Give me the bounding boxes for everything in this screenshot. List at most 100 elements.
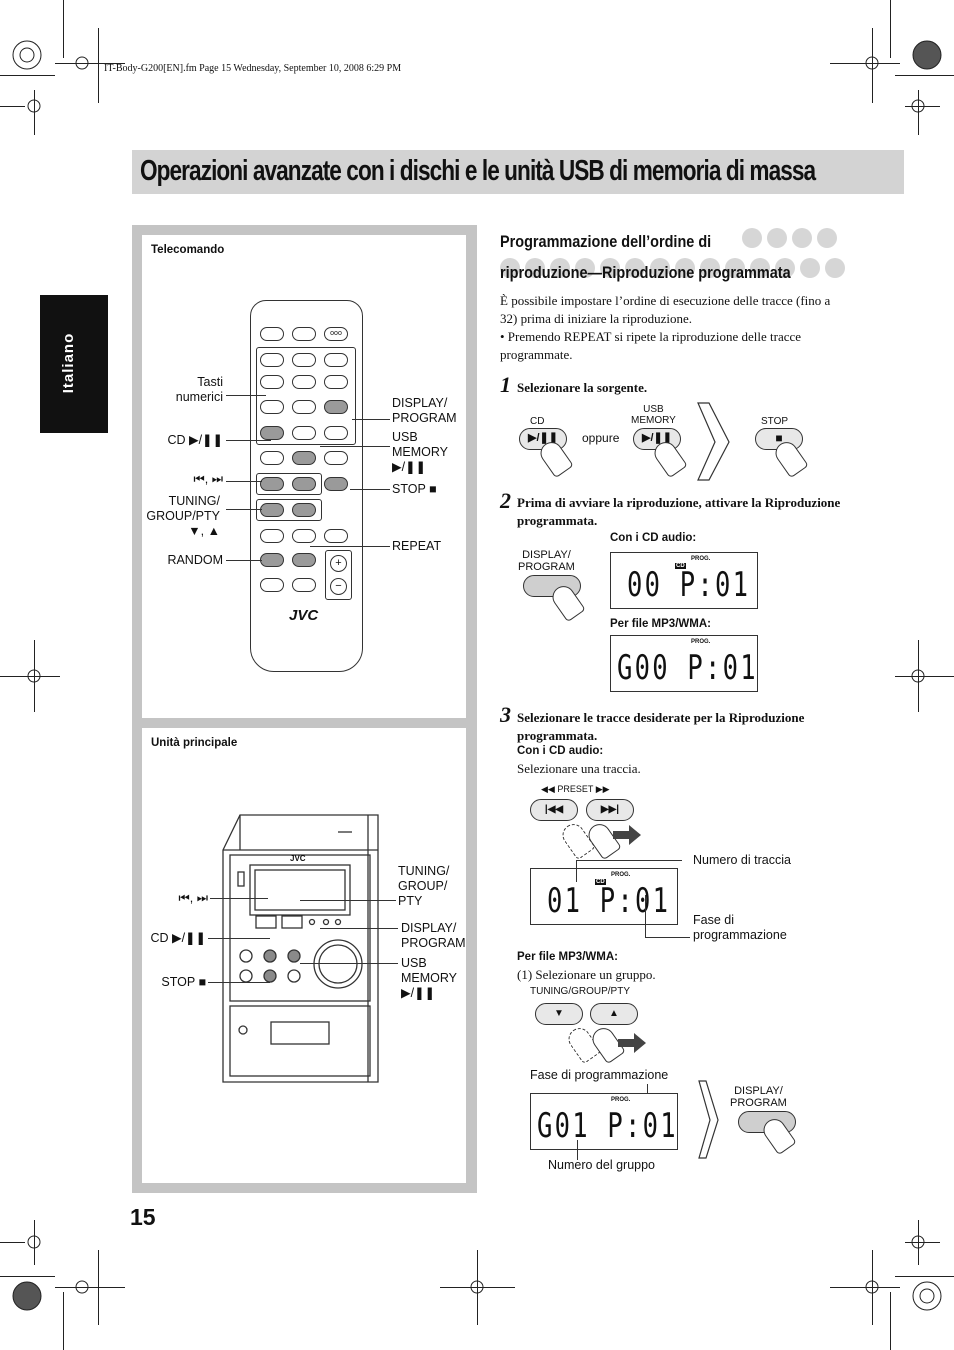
label-stop: STOP ■ — [392, 482, 437, 496]
skip-forward-button: ▶▶| — [586, 799, 634, 821]
step-1-stop-label: STOP — [761, 416, 789, 427]
track-number-label: Numero di traccia — [693, 853, 791, 867]
numeric-key — [260, 375, 284, 389]
label-numeric-keys: Tasti numerici — [175, 375, 223, 404]
stop-key — [324, 477, 348, 491]
remote-button: ooo — [324, 327, 348, 341]
repeat-key — [292, 553, 316, 567]
tuning-group-label: TUNING/GROUP/PTY — [530, 986, 631, 997]
step-2-button-label: DISPLAY/ PROGRAM — [518, 549, 575, 573]
remote-button — [260, 529, 284, 543]
label-skip: ⏮, ⏭ — [193, 472, 223, 486]
remote-button — [292, 327, 316, 341]
numeric-key — [292, 426, 316, 440]
section-heading-line2: riproduzione—Riproduzione programmata — [500, 263, 791, 282]
tuning-down-button: ▼ — [535, 1003, 583, 1025]
arrow-right-icon — [618, 1033, 646, 1053]
step-3-number: 3 — [500, 702, 511, 727]
lcd-mp3-text: G00 P:01 — [617, 648, 758, 688]
lcd-mp3: PROG. G00 P:01 — [610, 635, 758, 692]
skip-back-button: |◀◀ — [530, 799, 578, 821]
lcd-cd-text: 00 P:01 — [627, 565, 751, 605]
unit-label-tuning: TUNING/ GROUP/ PTY — [398, 864, 450, 908]
numeric-key — [324, 353, 348, 367]
arrow-right-icon — [697, 402, 730, 481]
language-tab: Italiano — [40, 295, 108, 433]
label-cd: CD ▶/❚❚ — [167, 433, 223, 447]
step-3-mp3-instruction: (1) Selezionare un gruppo. — [517, 967, 656, 982]
page-number: 15 — [130, 1204, 156, 1230]
step-3-display-label: DISPLAY/ PROGRAM — [730, 1085, 787, 1109]
group-number-label: Numero del gruppo — [548, 1158, 656, 1172]
remote-button — [260, 578, 284, 592]
unit-brand-logo: JVC — [290, 854, 306, 863]
step-3-cd-instruction: Selezionare una traccia. — [517, 761, 641, 776]
numeric-keypad — [256, 347, 356, 445]
step-1-or: oppure — [582, 431, 620, 445]
cd-play-key — [260, 426, 284, 440]
remote-button — [260, 327, 284, 341]
step-3-text: Selezionare le tracce desiderate per la … — [517, 710, 805, 743]
step-1-cd-label: CD — [530, 416, 545, 427]
step-2-mp3-caption: Per file MP3/WMA: — [610, 618, 711, 630]
display-program-key — [324, 400, 348, 414]
usb-memory-key — [292, 451, 316, 465]
lcd-mp3-group-text: G01 P:01 — [537, 1106, 678, 1146]
volume-keys: + − — [325, 550, 352, 600]
remote-control: ooo + − JVC — [250, 300, 363, 672]
unit-label-stop: STOP ■ — [161, 975, 206, 989]
numeric-key — [292, 375, 316, 389]
preset-label: ◀◀ PRESET ▶▶ — [541, 784, 610, 794]
arrow-right-icon — [698, 1080, 719, 1159]
label-repeat: REPEAT — [392, 539, 442, 553]
unit-label-cd: CD ▶/❚❚ — [150, 931, 206, 945]
section-heading-line1: Programmazione dell’ordine di — [500, 232, 712, 251]
skip-key-group — [256, 473, 322, 495]
skip-back-key — [260, 477, 284, 491]
heading-dots — [500, 258, 845, 278]
tuning-up-button: ▲ — [590, 1003, 638, 1025]
remote-button — [292, 529, 316, 543]
random-key — [260, 553, 284, 567]
numeric-key — [260, 353, 284, 367]
skip-forward-key — [292, 477, 316, 491]
language-tab-label: Italiano — [60, 332, 77, 394]
intro-text: È possibile impostare l’ordine di esecuz… — [500, 293, 831, 326]
step-3-mp3-caption: Per file MP3/WMA: — [517, 951, 618, 963]
step-3-cd-caption: Con i CD audio: — [517, 745, 604, 757]
lcd-cd: PROG. CD 00 P:01 — [610, 552, 758, 609]
main-unit-illustration: JVC — [222, 814, 379, 1083]
bullet-text: • Premendo REPEAT si ripete la riproduzi… — [500, 329, 802, 362]
remote-button — [324, 451, 348, 465]
step-2-number: 2 — [500, 488, 511, 513]
remote-brand-logo: JVC — [289, 607, 319, 624]
file-info: IT-Body-G200[EN].fm Page 15 Wednesday, S… — [104, 63, 402, 74]
label-display-program: DISPLAY/ PROGRAM — [392, 396, 457, 425]
title-band — [132, 150, 904, 194]
numeric-key — [292, 353, 316, 367]
program-step-label-2: Fase di programmazione — [530, 1068, 669, 1082]
unit-label-display: DISPLAY/ PROGRAM — [401, 921, 466, 950]
tuning-key-group — [256, 499, 322, 521]
remote-button — [260, 451, 284, 465]
numeric-key — [292, 400, 316, 414]
lcd-mp3-group: PROG. G01 P:01 — [530, 1093, 678, 1150]
step-2-cd-caption: Con i CD audio: — [610, 532, 697, 544]
unit-label-skip: ⏮, ⏭ — [178, 891, 208, 905]
section-heading: Programmazione dell’ordine di riproduzio… — [500, 226, 791, 288]
step-1-usb-label: USB MEMORY — [631, 404, 676, 426]
tuning-down-key — [260, 503, 284, 517]
heading-dots — [742, 228, 837, 248]
remote-button — [292, 578, 316, 592]
tuning-up-key — [292, 503, 316, 517]
label-usb-memory: USB MEMORY ▶/❚❚ — [392, 430, 449, 474]
program-step-label: Fase di programmazione — [693, 913, 787, 942]
step-2-text: Prima di avviare la riproduzione, attiva… — [517, 495, 841, 528]
step-1-number: 1 — [500, 372, 511, 397]
arrow-right-icon — [613, 825, 641, 845]
lcd-cd-track: PROG. CD 01 P:01 — [530, 868, 678, 925]
label-random: RANDOM — [167, 553, 223, 567]
label-tuning: TUNING/ GROUP/PTY ▼, ▲ — [146, 494, 220, 538]
numeric-key — [324, 375, 348, 389]
